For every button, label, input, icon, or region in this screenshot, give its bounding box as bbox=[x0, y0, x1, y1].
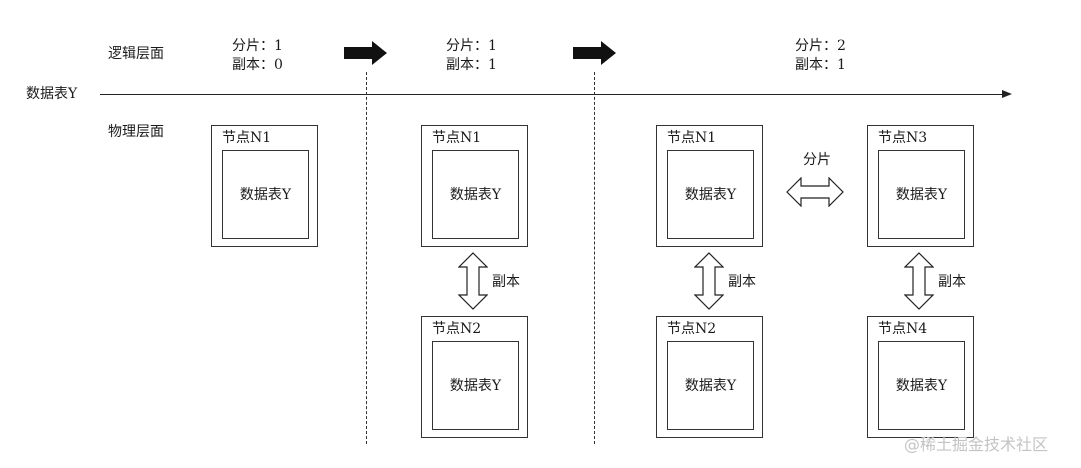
logical-layer-label: 逻辑层面 bbox=[108, 46, 164, 62]
node-label: 节点N2 bbox=[667, 321, 717, 337]
data-table-box: 数据表Y bbox=[222, 150, 309, 239]
data-table-label: 数据表Y bbox=[449, 186, 502, 203]
stage-separator bbox=[366, 72, 367, 444]
data-table-label: 数据表Y bbox=[684, 186, 737, 203]
node-label: 节点N4 bbox=[878, 321, 928, 337]
node-label: 节点N1 bbox=[222, 130, 272, 146]
replica-double-arrow-icon bbox=[904, 252, 934, 310]
data-table-box: 数据表Y bbox=[878, 341, 965, 430]
data-table-label: 数据表Y bbox=[895, 186, 948, 203]
shard-label: 分片 bbox=[803, 152, 831, 168]
data-table-box: 数据表Y bbox=[432, 341, 519, 430]
node-box: 节点N3 数据表Y bbox=[867, 125, 974, 247]
node-label: 节点N1 bbox=[432, 130, 482, 146]
stage2-shard-label: 分片：1 bbox=[446, 38, 497, 54]
node-box: 节点N2 数据表Y bbox=[656, 316, 763, 438]
node-box: 节点N2 数据表Y bbox=[421, 316, 528, 438]
stage-transition-arrow-icon bbox=[573, 41, 616, 65]
stage2-replica-label: 副本：1 bbox=[446, 57, 497, 73]
node-box: 节点N4 数据表Y bbox=[867, 316, 974, 438]
table-axis-line bbox=[100, 94, 1005, 95]
data-table-box: 数据表Y bbox=[667, 150, 754, 239]
physical-layer-label: 物理层面 bbox=[108, 124, 164, 140]
data-table-box: 数据表Y bbox=[667, 341, 754, 430]
node-label: 节点N1 bbox=[667, 130, 717, 146]
node-label: 节点N3 bbox=[878, 130, 928, 146]
replica-double-arrow-icon bbox=[458, 252, 488, 310]
data-table-label: 数据表Y bbox=[449, 377, 502, 394]
data-table-label: 数据表Y bbox=[895, 377, 948, 394]
stage3-replica-label: 副本：1 bbox=[795, 57, 846, 73]
stage-separator bbox=[594, 72, 595, 444]
node-box: 节点N1 数据表Y bbox=[211, 125, 318, 247]
data-table-label: 数据表Y bbox=[239, 186, 292, 203]
replica-label: 副本 bbox=[492, 274, 520, 290]
stage1-replica-label: 副本：0 bbox=[232, 57, 283, 73]
stage-transition-arrow-icon bbox=[344, 41, 387, 65]
data-table-label: 数据表Y bbox=[684, 377, 737, 394]
node-box: 节点N1 数据表Y bbox=[656, 125, 763, 247]
stage3-shard-label: 分片：2 bbox=[795, 38, 846, 54]
stage1-shard-label: 分片：1 bbox=[232, 38, 283, 54]
replica-label: 副本 bbox=[728, 274, 756, 290]
data-table-box: 数据表Y bbox=[432, 150, 519, 239]
node-box: 节点N1 数据表Y bbox=[421, 125, 528, 247]
axis-arrowhead-icon bbox=[1002, 90, 1012, 98]
watermark: @稀土掘金技术社区 bbox=[904, 435, 1049, 454]
data-table-box: 数据表Y bbox=[878, 150, 965, 239]
shard-double-arrow-icon bbox=[786, 177, 844, 207]
table-axis-label: 数据表Y bbox=[26, 86, 78, 102]
replica-label: 副本 bbox=[938, 274, 966, 290]
replica-double-arrow-icon bbox=[694, 252, 724, 310]
node-label: 节点N2 bbox=[432, 321, 482, 337]
